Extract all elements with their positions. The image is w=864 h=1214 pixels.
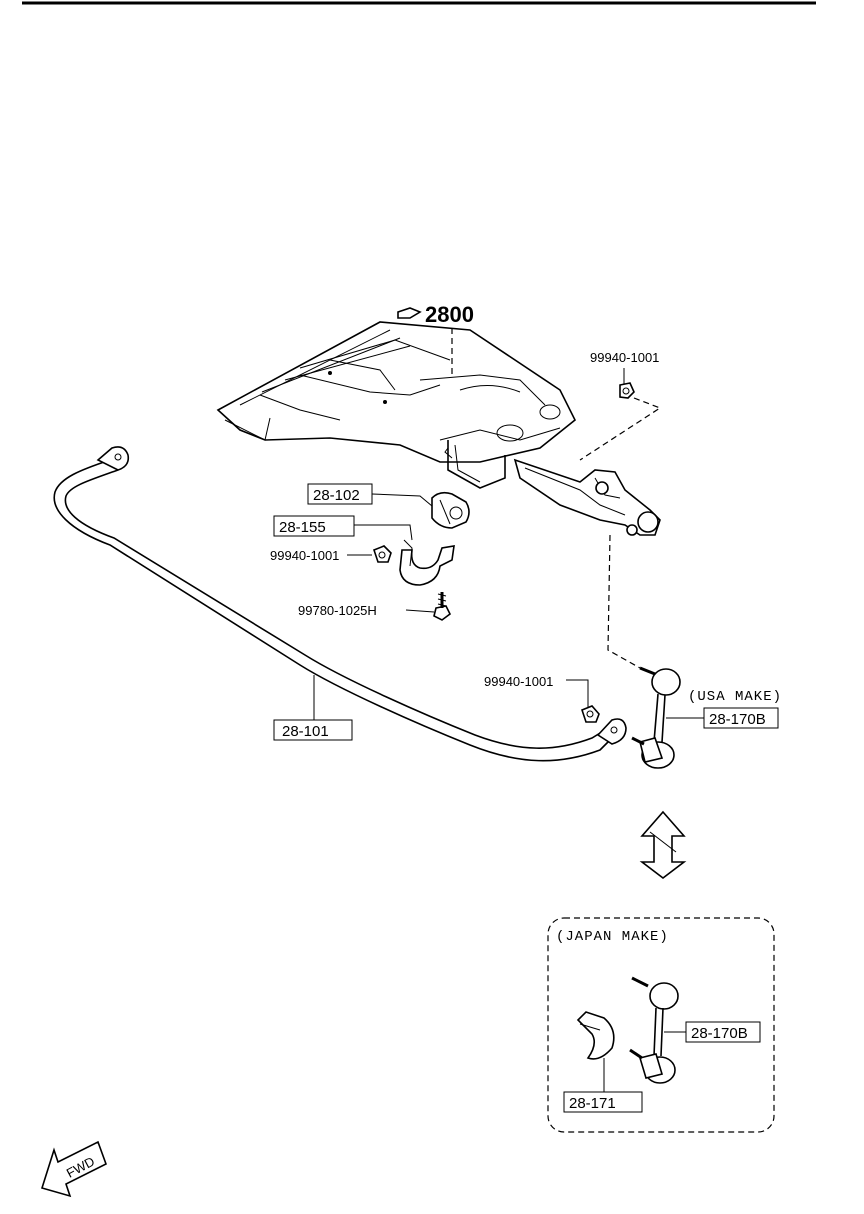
part-28-102: 28-102	[313, 487, 360, 504]
bolt-label: 99780-1025H	[298, 603, 377, 618]
part-28-170b-jp: 28-170B	[691, 1025, 748, 1042]
usa-make-label: (USA MAKE)	[688, 689, 782, 705]
nut-mid-label: 99940-1001	[270, 548, 339, 563]
label-box-28-171	[563, 1091, 643, 1113]
japan-make-label: (JAPAN MAKE)	[556, 929, 669, 945]
japan-make-box	[547, 917, 775, 1133]
link-usa-graphic	[631, 666, 681, 769]
nut-mid-graphic	[373, 545, 392, 563]
assembly-ref: 2800	[425, 302, 474, 327]
nut-top-graphic	[619, 382, 635, 399]
nut-top-label: 99940-1001	[590, 350, 659, 365]
bolt-graphic	[433, 592, 452, 621]
part-28-101: 28-101	[282, 723, 329, 740]
bracket-28-171-graphic	[576, 1011, 615, 1060]
reference-arrow-icon	[397, 307, 422, 319]
fwd-arrow-icon: FWD	[40, 1140, 107, 1198]
link-japan-graphic	[629, 976, 679, 1084]
label-box-28-101	[273, 719, 353, 741]
nut-low-graphic	[581, 705, 600, 723]
part-28-170b-usa: 28-170B	[709, 711, 766, 728]
bushing-28-102	[431, 491, 470, 529]
part-28-155: 28-155	[279, 519, 326, 536]
label-box-28-170b-jp	[685, 1021, 761, 1043]
stabilizer-bar	[53, 446, 627, 762]
leader-lines	[313, 328, 704, 1092]
label-box-28-170b-usa	[703, 707, 779, 729]
label-box-28-102	[307, 483, 373, 505]
part-28-171: 28-171	[569, 1095, 616, 1112]
label-box-28-155	[273, 515, 355, 537]
nut-low-label: 99940-1001	[484, 674, 553, 689]
swap-arrow-icon	[639, 810, 687, 880]
clamp-28-155	[399, 539, 455, 586]
crossmember	[216, 321, 577, 489]
lower-arm	[513, 458, 661, 536]
